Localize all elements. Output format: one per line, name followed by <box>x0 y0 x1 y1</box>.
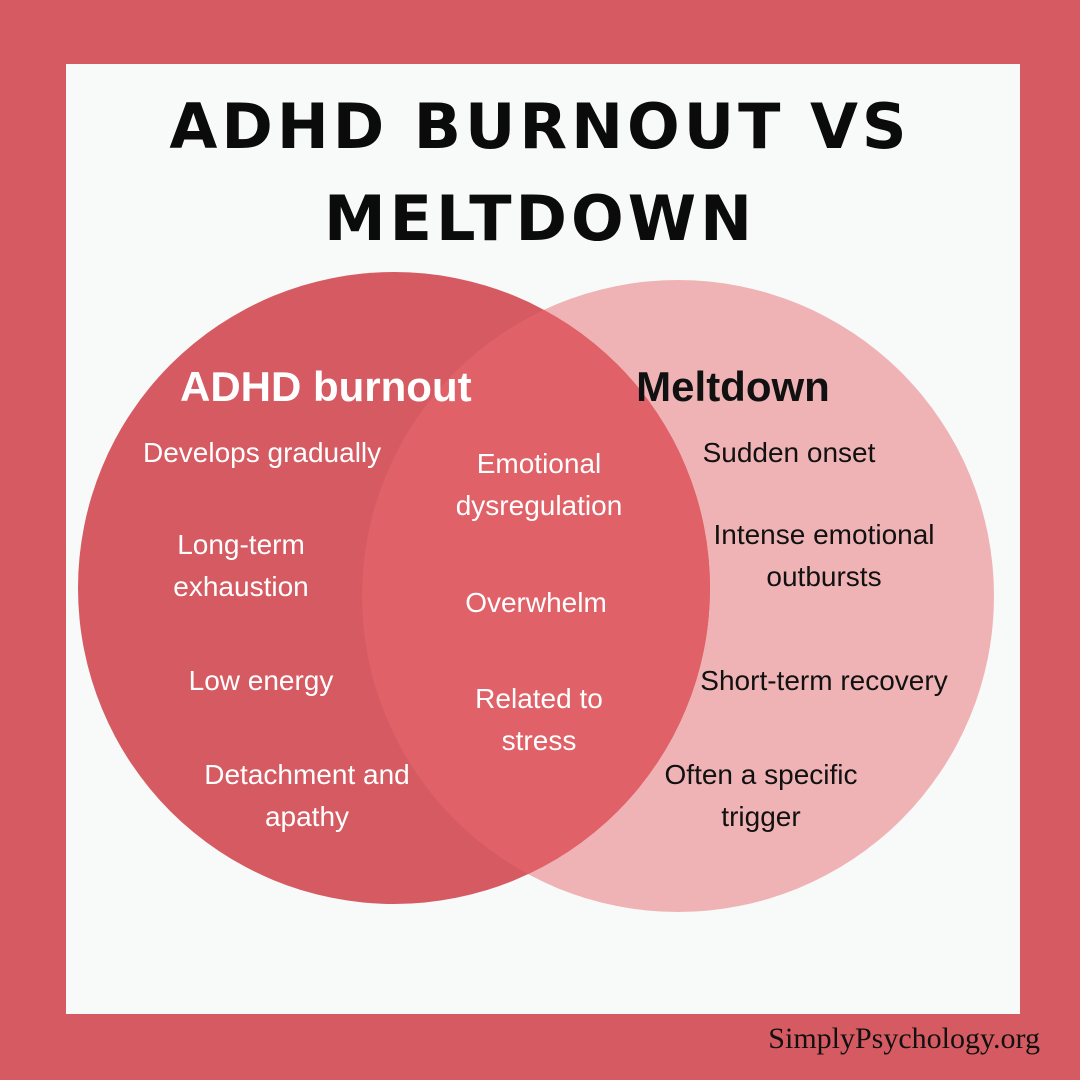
left-item-detachment-apathy: Detachment and apathy <box>204 759 410 832</box>
source-watermark: SimplyPsychology.org <box>768 1022 1040 1055</box>
left-item-long-term-exhaustion: Long-term exhaustion <box>173 529 309 602</box>
right-item-intense-emotional-outbursts: Intense emotional outbursts <box>713 519 935 592</box>
meltdown-heading: Meltdown <box>636 363 830 410</box>
right-item-specific-trigger: Often a specific trigger <box>664 759 858 832</box>
left-item-develops-gradually: Develops gradually <box>143 437 382 468</box>
right-item-short-term-recovery: Short-term recovery <box>700 665 948 696</box>
overlap-item-overwhelm: Overwhelm <box>465 587 607 618</box>
overlap-item-related-to-stress: Related to stress <box>475 683 603 756</box>
left-item-low-energy: Low energy <box>188 665 334 696</box>
adhd-burnout-heading: ADHD burnout <box>180 363 472 410</box>
overlap-item-emotional-dysregulation: Emotional dysregulation <box>455 448 623 521</box>
title-line-1: ADHD BURNOUT VS <box>169 90 911 163</box>
right-item-sudden-onset: Sudden onset <box>702 437 876 468</box>
overlap-region <box>362 280 710 904</box>
title-line-2: MELTDOWN <box>323 182 757 255</box>
